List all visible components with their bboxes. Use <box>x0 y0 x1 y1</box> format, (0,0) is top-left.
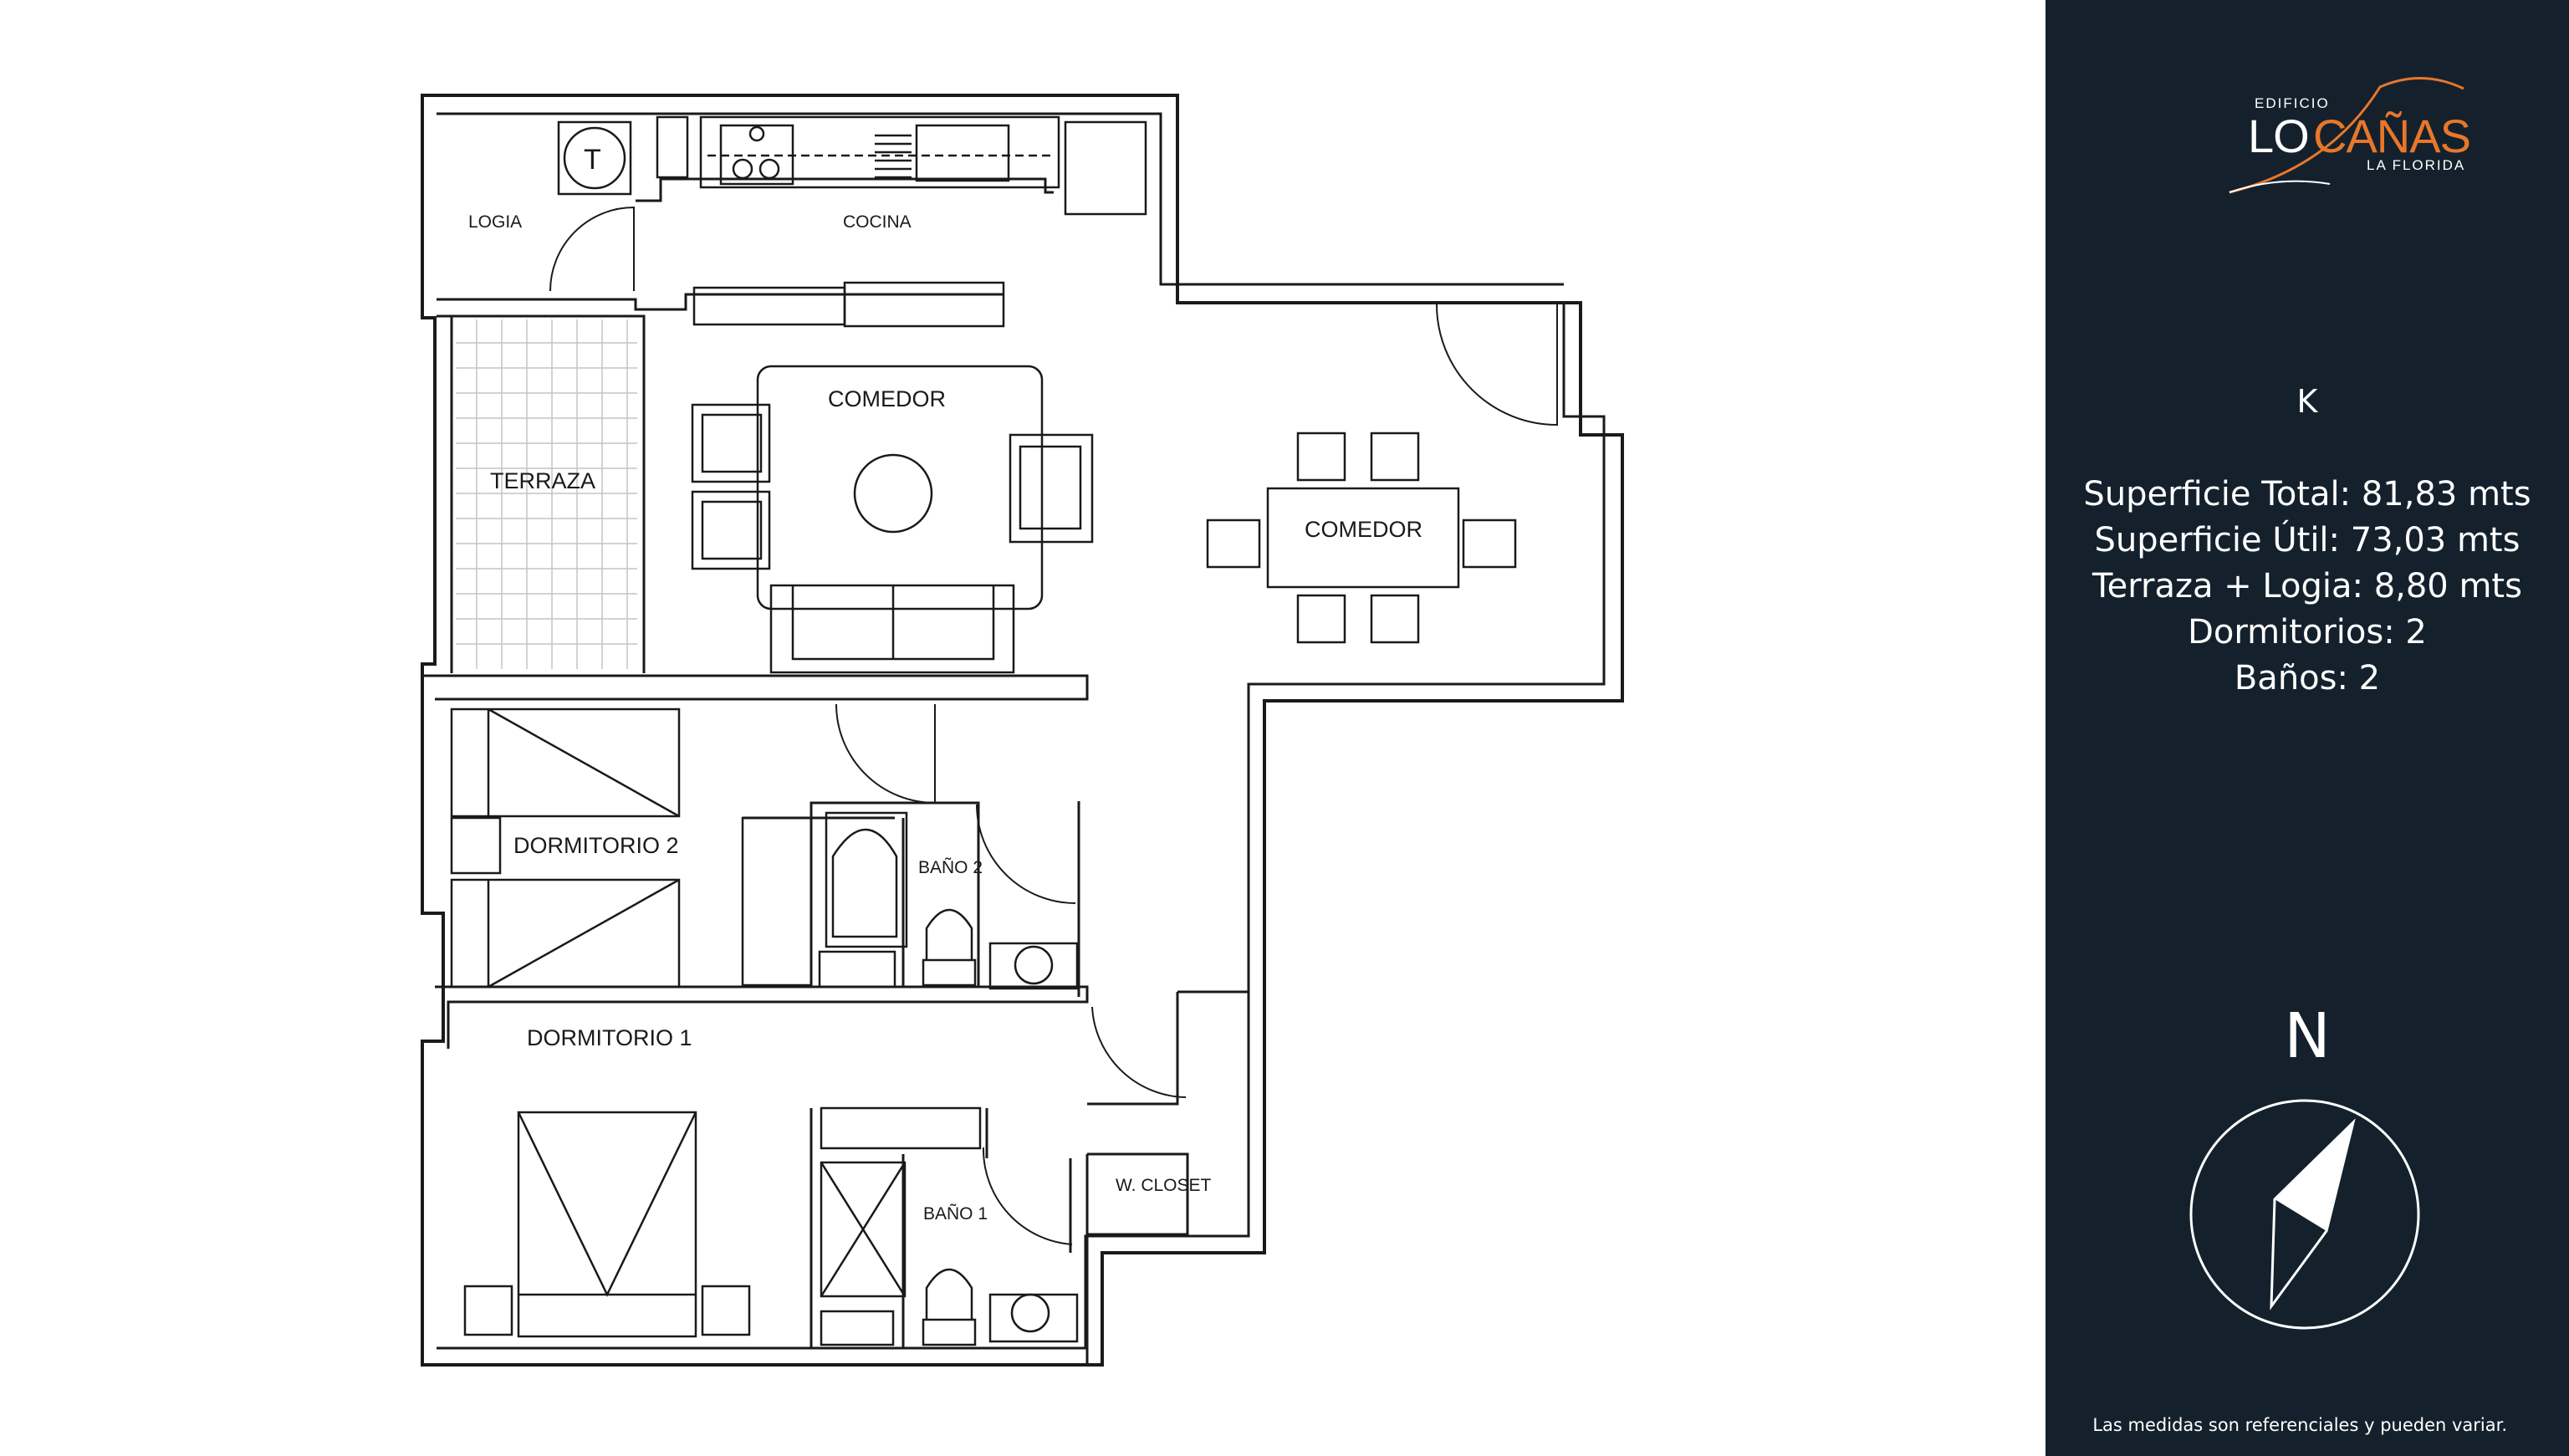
spec-dormitorios: Dormitorios: 2 <box>2188 613 2427 651</box>
unit-type: K <box>2296 383 2318 420</box>
heater-label: T <box>584 144 601 176</box>
dining-area-1 <box>756 365 1044 610</box>
terrace-tiles <box>456 319 637 669</box>
specs-list: Superficie Total: 81,83 mts Superficie Ú… <box>2045 472 2569 702</box>
compass-icon <box>2189 1099 2420 1330</box>
logo-location: LA FLORIDA <box>2367 157 2466 173</box>
floor-plan: LOGIA COCINA T COMEDOR COMEDOR TERRAZA D… <box>421 94 1624 1367</box>
room-label-bano-2: BAÑO 2 <box>918 857 983 877</box>
logo-arc-icon <box>2229 77 2464 194</box>
disclaimer: Las medidas son referenciales y pueden v… <box>2092 1415 2507 1435</box>
logo-prefix: EDIFICIO <box>2255 95 2330 111</box>
room-label-comedor-2: COMEDOR <box>1305 517 1422 542</box>
double-bed-icon <box>517 1111 697 1338</box>
logo-name-1: LO <box>2248 110 2310 162</box>
spec-banos: Baños: 2 <box>2234 659 2381 697</box>
shower-icon <box>820 1161 907 1298</box>
room-label-terraza: TERRAZA <box>490 468 595 493</box>
sink-icon <box>915 124 1010 182</box>
outer-wall <box>421 94 1624 1367</box>
room-label-dormitorio-2: DORMITORIO 2 <box>513 833 679 858</box>
room-label-w-closet: W. CLOSET <box>1116 1176 1212 1195</box>
round-table-icon <box>853 453 933 534</box>
room-label-comedor-1: COMEDOR <box>828 386 946 411</box>
bed-icon <box>450 708 681 818</box>
room-label-bano-1: BAÑO 1 <box>923 1203 988 1224</box>
inner-wall-line <box>437 112 1564 286</box>
logo-name-2: CAÑAS <box>2313 110 2471 162</box>
spec-terraza-logia: Terraza + Logia: 8,80 mts <box>2092 567 2522 605</box>
heater-icon <box>557 120 632 196</box>
north-label: N <box>2284 1000 2331 1072</box>
toilet-icon <box>922 958 977 987</box>
room-label-cocina: COCINA <box>843 212 912 232</box>
dining-table-2-icon <box>1266 487 1460 589</box>
brand-logo: EDIFICIO LO CAÑAS LA FLORIDA <box>2179 59 2480 209</box>
room-label-logia: LOGIA <box>468 212 522 232</box>
info-panel: EDIFICIO LO CAÑAS LA FLORIDA K Superfici… <box>2045 0 2569 1456</box>
room-label-dormitorio-1: DORMITORIO 1 <box>527 1025 692 1050</box>
spec-superficie-util: Superficie Útil: 73,03 mts <box>2094 521 2520 559</box>
bathtub-icon <box>831 828 898 938</box>
spec-superficie-total: Superficie Total: 81,83 mts <box>2083 475 2531 513</box>
